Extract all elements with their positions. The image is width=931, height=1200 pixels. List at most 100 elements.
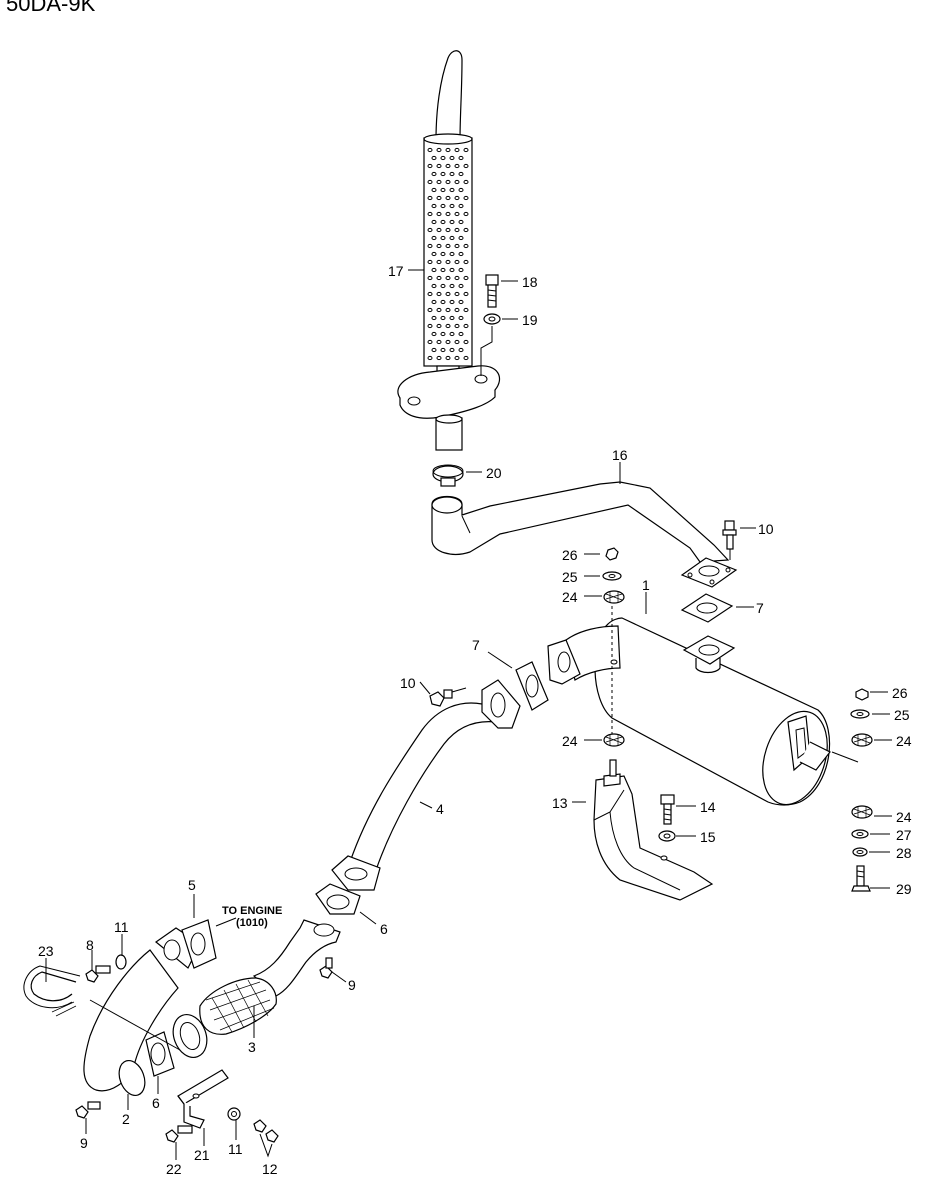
callout-16: 16 bbox=[612, 447, 628, 463]
perforation-hole bbox=[427, 179, 433, 185]
perforation-hole bbox=[449, 331, 455, 337]
perforation-hole bbox=[431, 315, 437, 321]
muffler-1 bbox=[547, 600, 831, 806]
perforation-hole bbox=[445, 323, 451, 329]
perforation-hole bbox=[458, 203, 464, 209]
perforation-hole bbox=[431, 299, 437, 305]
perforation-hole bbox=[431, 171, 437, 177]
perforation-hole bbox=[431, 235, 437, 241]
perforation-hole bbox=[458, 155, 464, 161]
perforation-hole bbox=[454, 147, 460, 153]
perforation-hole bbox=[454, 243, 460, 249]
perforation-hole bbox=[427, 147, 433, 153]
perforation-hole bbox=[436, 195, 442, 201]
callout-8: 8 bbox=[86, 937, 94, 953]
perforation-hole bbox=[431, 203, 437, 209]
callout-5: 5 bbox=[188, 877, 196, 893]
perforation-hole bbox=[454, 355, 460, 361]
callout-7-top: 7 bbox=[756, 600, 764, 616]
perforation-hole bbox=[454, 339, 460, 345]
callout-19: 19 bbox=[522, 312, 538, 328]
callout-24-right-bottom: 24 bbox=[896, 809, 912, 825]
perforation-hole bbox=[445, 227, 451, 233]
perforation-hole bbox=[449, 283, 455, 289]
perforation-hole bbox=[458, 331, 464, 337]
perforation-hole bbox=[458, 283, 464, 289]
perforation-hole bbox=[449, 299, 455, 305]
bolt-18 bbox=[485, 274, 499, 308]
perforation-hole bbox=[449, 267, 455, 273]
perforation-hole bbox=[436, 227, 442, 233]
callout-24-right-top: 24 bbox=[896, 733, 912, 749]
gasket-7-top bbox=[680, 593, 734, 623]
callout-9-right: 9 bbox=[348, 977, 356, 993]
bolt-8 bbox=[85, 965, 111, 983]
perforation-hole bbox=[454, 307, 460, 313]
perforation-hole bbox=[445, 307, 451, 313]
perforation-hole bbox=[458, 347, 464, 353]
pipe-4 bbox=[331, 679, 521, 891]
perforation-hole bbox=[449, 219, 455, 225]
bolt-9-left bbox=[75, 1101, 101, 1119]
perforation-hole bbox=[445, 355, 451, 361]
perforation-hole bbox=[440, 187, 446, 193]
perforation-hole bbox=[436, 291, 442, 297]
perforation-hole bbox=[445, 195, 451, 201]
gasket-6-upper bbox=[315, 883, 361, 915]
perforation-hole bbox=[445, 339, 451, 345]
perforation-hole bbox=[445, 259, 451, 265]
perforation-hole bbox=[449, 155, 455, 161]
perforation-hole bbox=[449, 203, 455, 209]
perforation-hole bbox=[454, 163, 460, 169]
callout-9-left: 9 bbox=[80, 1135, 88, 1151]
perforation-hole bbox=[440, 171, 446, 177]
perforation-hole bbox=[440, 219, 446, 225]
gasket-7-inlet bbox=[515, 661, 549, 711]
perforation-hole bbox=[427, 211, 433, 217]
perforation-hole bbox=[431, 155, 437, 161]
nut-12b bbox=[265, 1129, 279, 1143]
callout-28: 28 bbox=[896, 845, 912, 861]
perforation-hole bbox=[454, 259, 460, 265]
perforation-hole bbox=[436, 259, 442, 265]
callout-11-upper: 11 bbox=[114, 919, 129, 935]
perforation-hole bbox=[431, 251, 437, 257]
callout-20: 20 bbox=[486, 465, 502, 481]
perforation-hole bbox=[463, 307, 469, 313]
perforation-hole bbox=[463, 259, 469, 265]
callout-1: 1 bbox=[642, 577, 650, 593]
callout-12: 12 bbox=[262, 1161, 278, 1177]
perforation-hole bbox=[440, 235, 446, 241]
u-bolt-23 bbox=[23, 965, 181, 1051]
perforation-hole bbox=[463, 147, 469, 153]
perforation-hole bbox=[449, 347, 455, 353]
perforation-hole bbox=[463, 227, 469, 233]
perforation-hole bbox=[458, 171, 464, 177]
callout-23: 23 bbox=[38, 943, 54, 959]
perforation-hole bbox=[436, 339, 442, 345]
bolt-10-mid bbox=[429, 687, 467, 707]
mount-stack-right bbox=[831, 688, 873, 892]
bracket-21 bbox=[177, 1069, 229, 1129]
perforation-hole bbox=[463, 275, 469, 281]
callout-24-left-bottom: 24 bbox=[562, 733, 578, 749]
flex-pipe-3 bbox=[172, 919, 341, 1058]
perforation-hole bbox=[427, 259, 433, 265]
perforation-hole bbox=[454, 195, 460, 201]
callout-6-lower: 6 bbox=[152, 1095, 160, 1111]
to-engine-note-line2: (1010) bbox=[236, 917, 268, 929]
bolt-10-top bbox=[722, 520, 737, 550]
perforation-hole bbox=[440, 331, 446, 337]
perforation-hole bbox=[427, 307, 433, 313]
perforation-hole bbox=[427, 275, 433, 281]
bolt-22 bbox=[165, 1125, 193, 1143]
pipe-16 bbox=[431, 481, 738, 588]
model-code-title: 50DA-9K bbox=[6, 0, 96, 16]
perforation-hole bbox=[454, 179, 460, 185]
callout-13: 13 bbox=[552, 795, 568, 811]
perforation-hole bbox=[463, 339, 469, 345]
perforation-hole bbox=[454, 211, 460, 217]
perforation-hole bbox=[440, 299, 446, 305]
perforation-hole bbox=[445, 291, 451, 297]
